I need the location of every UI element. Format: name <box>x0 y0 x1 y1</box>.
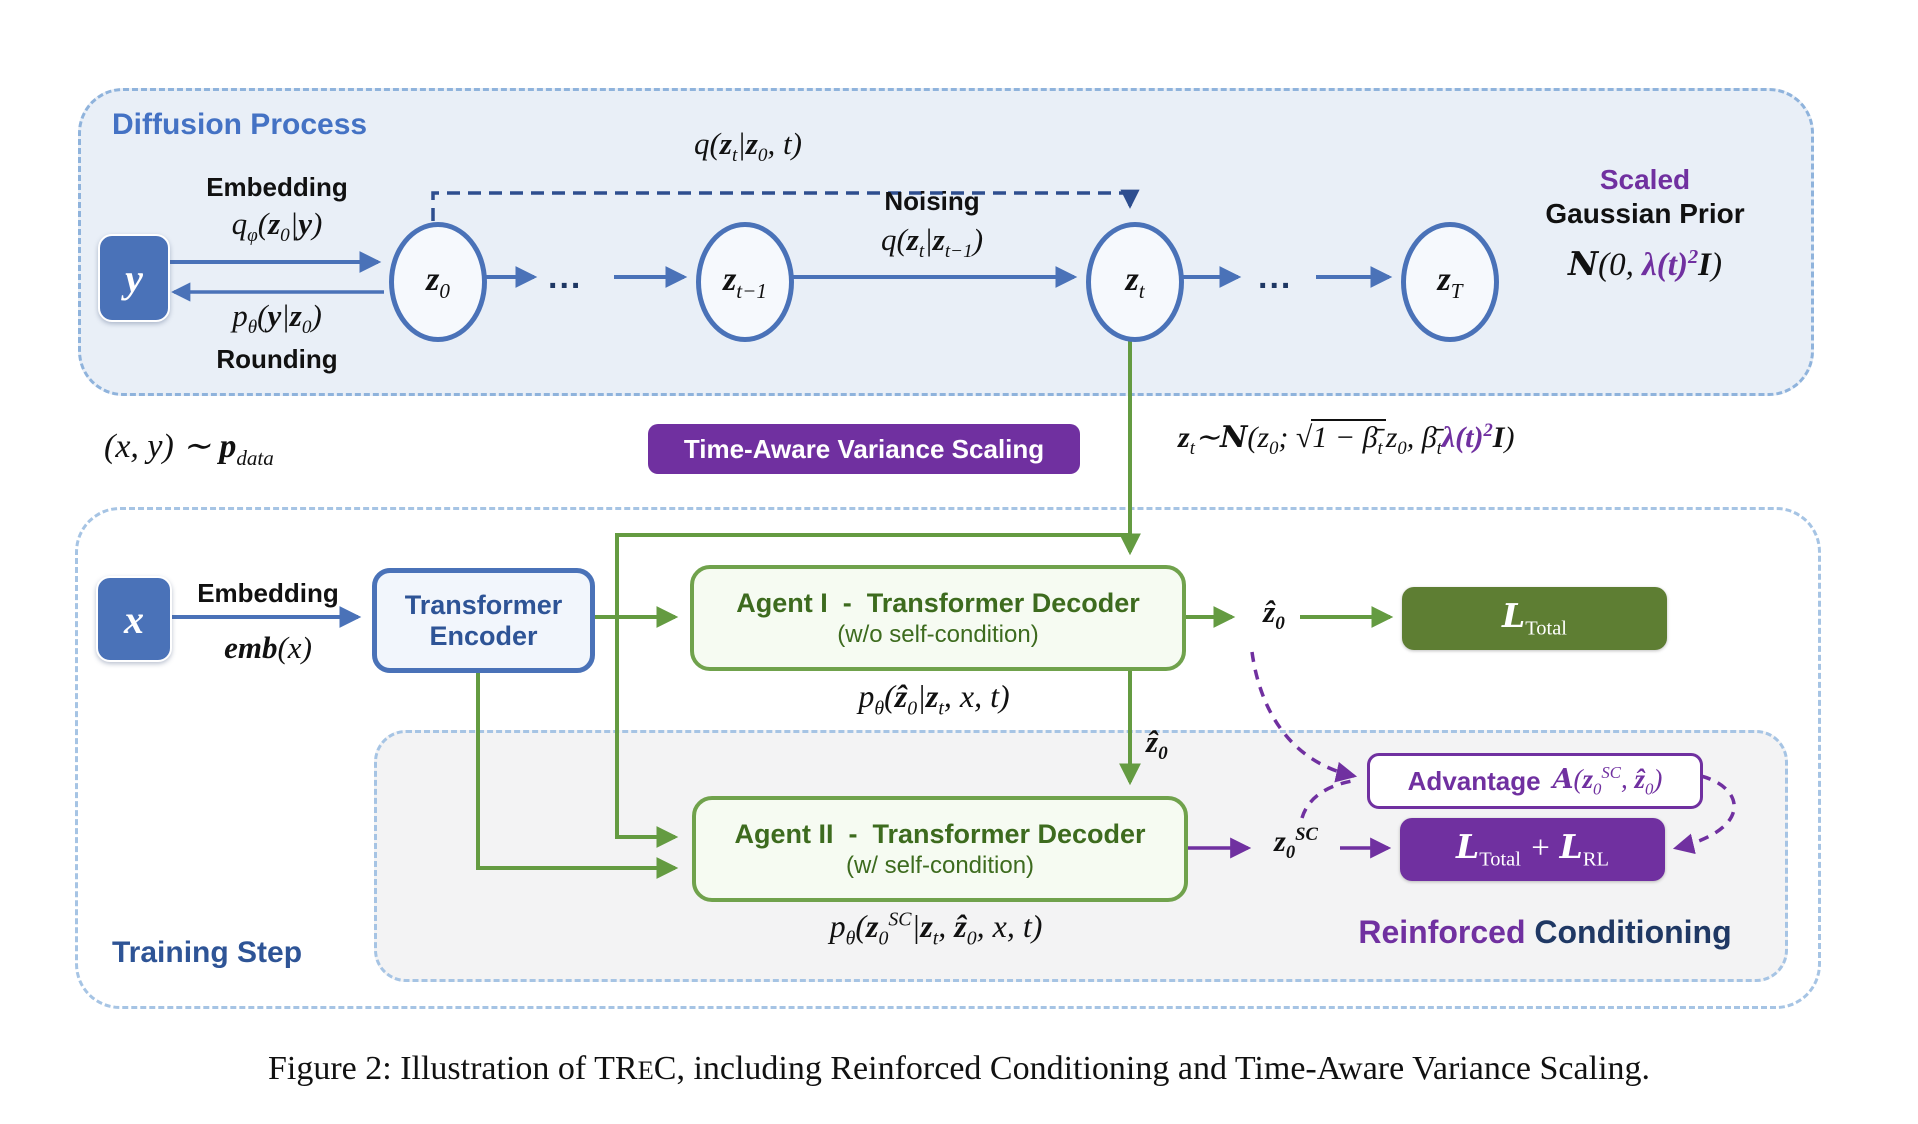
figure-caption: Figure 2: Illustration of TREC, includin… <box>267 1050 1651 1087</box>
dots-left: ... <box>548 258 583 296</box>
agent1-box: Agent I - Transformer Decoder (w/o self-… <box>690 565 1186 671</box>
node-zT-label: zT <box>1437 260 1463 303</box>
zhat0-output-label: ẑ0 <box>1263 594 1285 635</box>
agent1-subtitle: (w/o self-condition) <box>837 620 1039 648</box>
gaussian-prior-label: Gaussian Prior <box>1545 198 1745 229</box>
agent1-title: Agent I - Transformer Decoder <box>736 587 1140 618</box>
node-zt: zt <box>1086 222 1184 342</box>
agent2-title: Agent II - Transformer Decoder <box>734 818 1146 849</box>
z0sc-output-label: z0SC <box>1274 824 1318 863</box>
rounding-label: Rounding <box>216 344 338 374</box>
transformer-encoder-box: Transformer Encoder <box>372 568 595 673</box>
advantage-formula: A(z0SC, ẑ0) <box>1552 762 1663 799</box>
agent2-subtitle: (w/ self-condition) <box>845 851 1035 879</box>
agent2-formula: pθ(z0SC|zt, ẑ0, x, t) <box>829 908 1043 950</box>
time-aware-variance-scaling-badge: Time-Aware Variance Scaling <box>648 424 1080 474</box>
loss-rl-box: LTotal + LRL <box>1400 818 1665 881</box>
diffusion-process-title: Diffusion Process <box>112 108 368 141</box>
zhat0-mid-label: ẑ0 <box>1146 724 1168 765</box>
loss-rl-label: LTotal + LRL <box>1455 827 1609 871</box>
diffusion-process-panel <box>78 88 1814 396</box>
training-step-title: Training Step <box>112 936 303 969</box>
dots-right: ... <box>1258 258 1293 296</box>
node-z0: z0 <box>389 222 487 342</box>
node-zt-label: zt <box>1125 260 1145 303</box>
pdata-formula: (x, y) ∼ pdata <box>104 428 274 470</box>
node-zt-1-label: zt−1 <box>723 260 767 303</box>
agent2-box: Agent II - Transformer Decoder (w/ self-… <box>692 796 1188 902</box>
noising-label: Noising <box>884 186 980 216</box>
prior-formula: N(0, λ(t)2I) <box>1567 244 1723 283</box>
q-marginal-formula: q(zt|z0, t) <box>694 126 802 167</box>
embedding-formula: qφ(z0|y) <box>231 206 323 247</box>
reinforced-conditioning-label: Reinforced Conditioning <box>1330 914 1760 951</box>
reinforced-word: Reinforced <box>1358 914 1535 950</box>
loss-total-label: LTotal <box>1502 596 1567 640</box>
node-zt-1: zt−1 <box>696 222 794 342</box>
advantage-label: Advantage <box>1407 765 1541 796</box>
x-node: x <box>96 576 172 662</box>
conditioning-word: Conditioning <box>1534 914 1732 950</box>
scaled-label: Scaled <box>1599 164 1691 195</box>
embedding-label: Embedding <box>206 172 348 202</box>
node-z0-label: z0 <box>426 260 450 303</box>
agent1-formula: pθ(ẑ0|zt, x, t) <box>858 678 1010 720</box>
node-zT: zT <box>1401 222 1499 342</box>
encoder-line-2: Encoder <box>429 620 538 651</box>
rounding-formula: pθ(y|z0) <box>232 298 322 339</box>
advantage-box: Advantage A(z0SC, ẑ0) <box>1367 753 1703 809</box>
q-step-formula: q(zt|zt−1) <box>880 222 984 263</box>
encoder-line-1: Transformer <box>404 590 563 621</box>
emb-formula: emb(x) <box>224 630 312 665</box>
loss-total-box: LTotal <box>1402 587 1667 650</box>
x-embedding-label: Embedding <box>197 578 339 608</box>
y-node: y <box>98 234 170 322</box>
